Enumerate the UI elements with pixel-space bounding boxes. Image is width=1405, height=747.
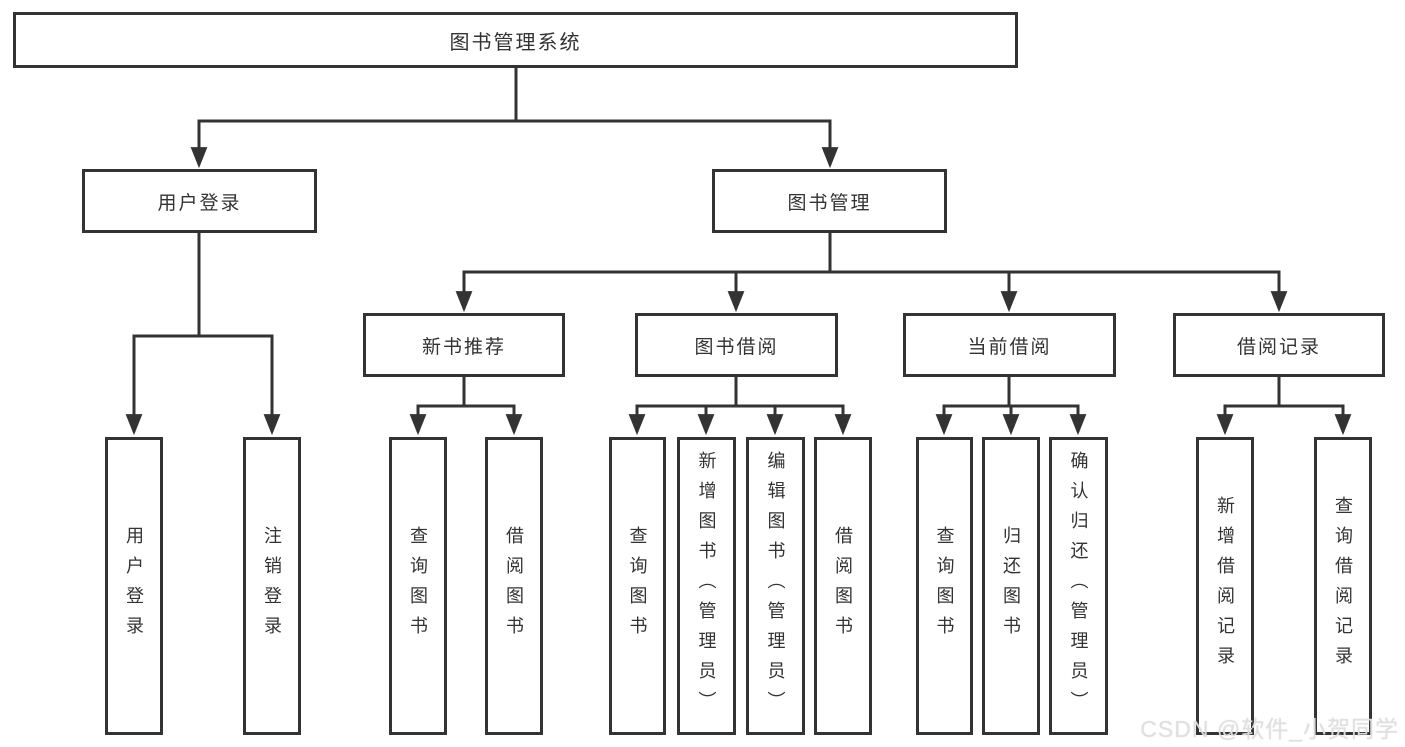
leaf-current-query-books: 查询图书 xyxy=(916,437,973,735)
node-root-library-system: 图书管理系统 xyxy=(13,12,1018,68)
leaf-recommend-query-books-label: 查询图书 xyxy=(408,526,428,646)
leaf-logout-label: 注销登录 xyxy=(262,526,282,646)
node-new-book-recommend-label: 新书推荐 xyxy=(421,336,506,358)
leaf-user-login: 用户登录 xyxy=(105,437,163,735)
node-user-login-label: 用户登录 xyxy=(157,192,242,214)
node-book-borrow: 图书借阅 xyxy=(635,313,838,377)
leaf-borrow-query-books-label: 查询图书 xyxy=(627,526,648,646)
leaf-logout: 注销登录 xyxy=(243,437,301,735)
leaf-borrow-query-books: 查询图书 xyxy=(609,437,666,735)
leaf-add-borrow-record: 新增借阅记录 xyxy=(1196,437,1254,735)
leaf-edit-books-admin: 编辑图书（管理员） xyxy=(746,437,805,735)
leaf-query-borrow-record-label: 查询借阅记录 xyxy=(1333,496,1353,676)
leaf-borrow-books: 借阅图书 xyxy=(814,437,872,735)
arrow-connectors xyxy=(125,120,1352,436)
leaf-return-books: 归还图书 xyxy=(982,437,1040,735)
leaf-recommend-query-books: 查询图书 xyxy=(389,437,447,735)
leaf-borrow-books-label: 借阅图书 xyxy=(833,526,853,646)
node-book-management-label: 图书管理 xyxy=(787,192,872,214)
leaf-add-books-admin-label: 新增图书（管理员） xyxy=(696,451,717,721)
leaf-add-books-admin: 新增图书（管理员） xyxy=(677,437,736,735)
leaf-edit-books-admin-label: 编辑图书（管理员） xyxy=(765,451,786,721)
leaf-recommend-borrow-books: 借阅图书 xyxy=(485,437,543,735)
leaf-user-login-label: 用户登录 xyxy=(124,526,144,646)
node-user-login: 用户登录 xyxy=(82,169,317,233)
leaf-recommend-borrow-books-label: 借阅图书 xyxy=(504,526,524,646)
node-current-borrow: 当前借阅 xyxy=(903,313,1116,377)
leaf-return-books-label: 归还图书 xyxy=(1001,526,1021,646)
node-borrow-records-label: 借阅记录 xyxy=(1236,336,1321,358)
node-current-borrow-label: 当前借阅 xyxy=(967,336,1052,358)
node-new-book-recommend: 新书推荐 xyxy=(363,313,565,377)
leaf-current-query-books-label: 查询图书 xyxy=(934,526,955,646)
leaf-add-borrow-record-label: 新增借阅记录 xyxy=(1215,496,1235,676)
node-book-management: 图书管理 xyxy=(712,169,947,233)
leaf-confirm-return-admin-label: 确认归还（管理员） xyxy=(1068,451,1089,721)
node-book-borrow-label: 图书借阅 xyxy=(694,336,779,358)
node-root-label: 图书管理系统 xyxy=(449,31,582,54)
node-borrow-records: 借阅记录 xyxy=(1173,313,1385,377)
leaf-query-borrow-record: 查询借阅记录 xyxy=(1314,437,1372,735)
leaf-confirm-return-admin: 确认归还（管理员） xyxy=(1049,437,1108,735)
